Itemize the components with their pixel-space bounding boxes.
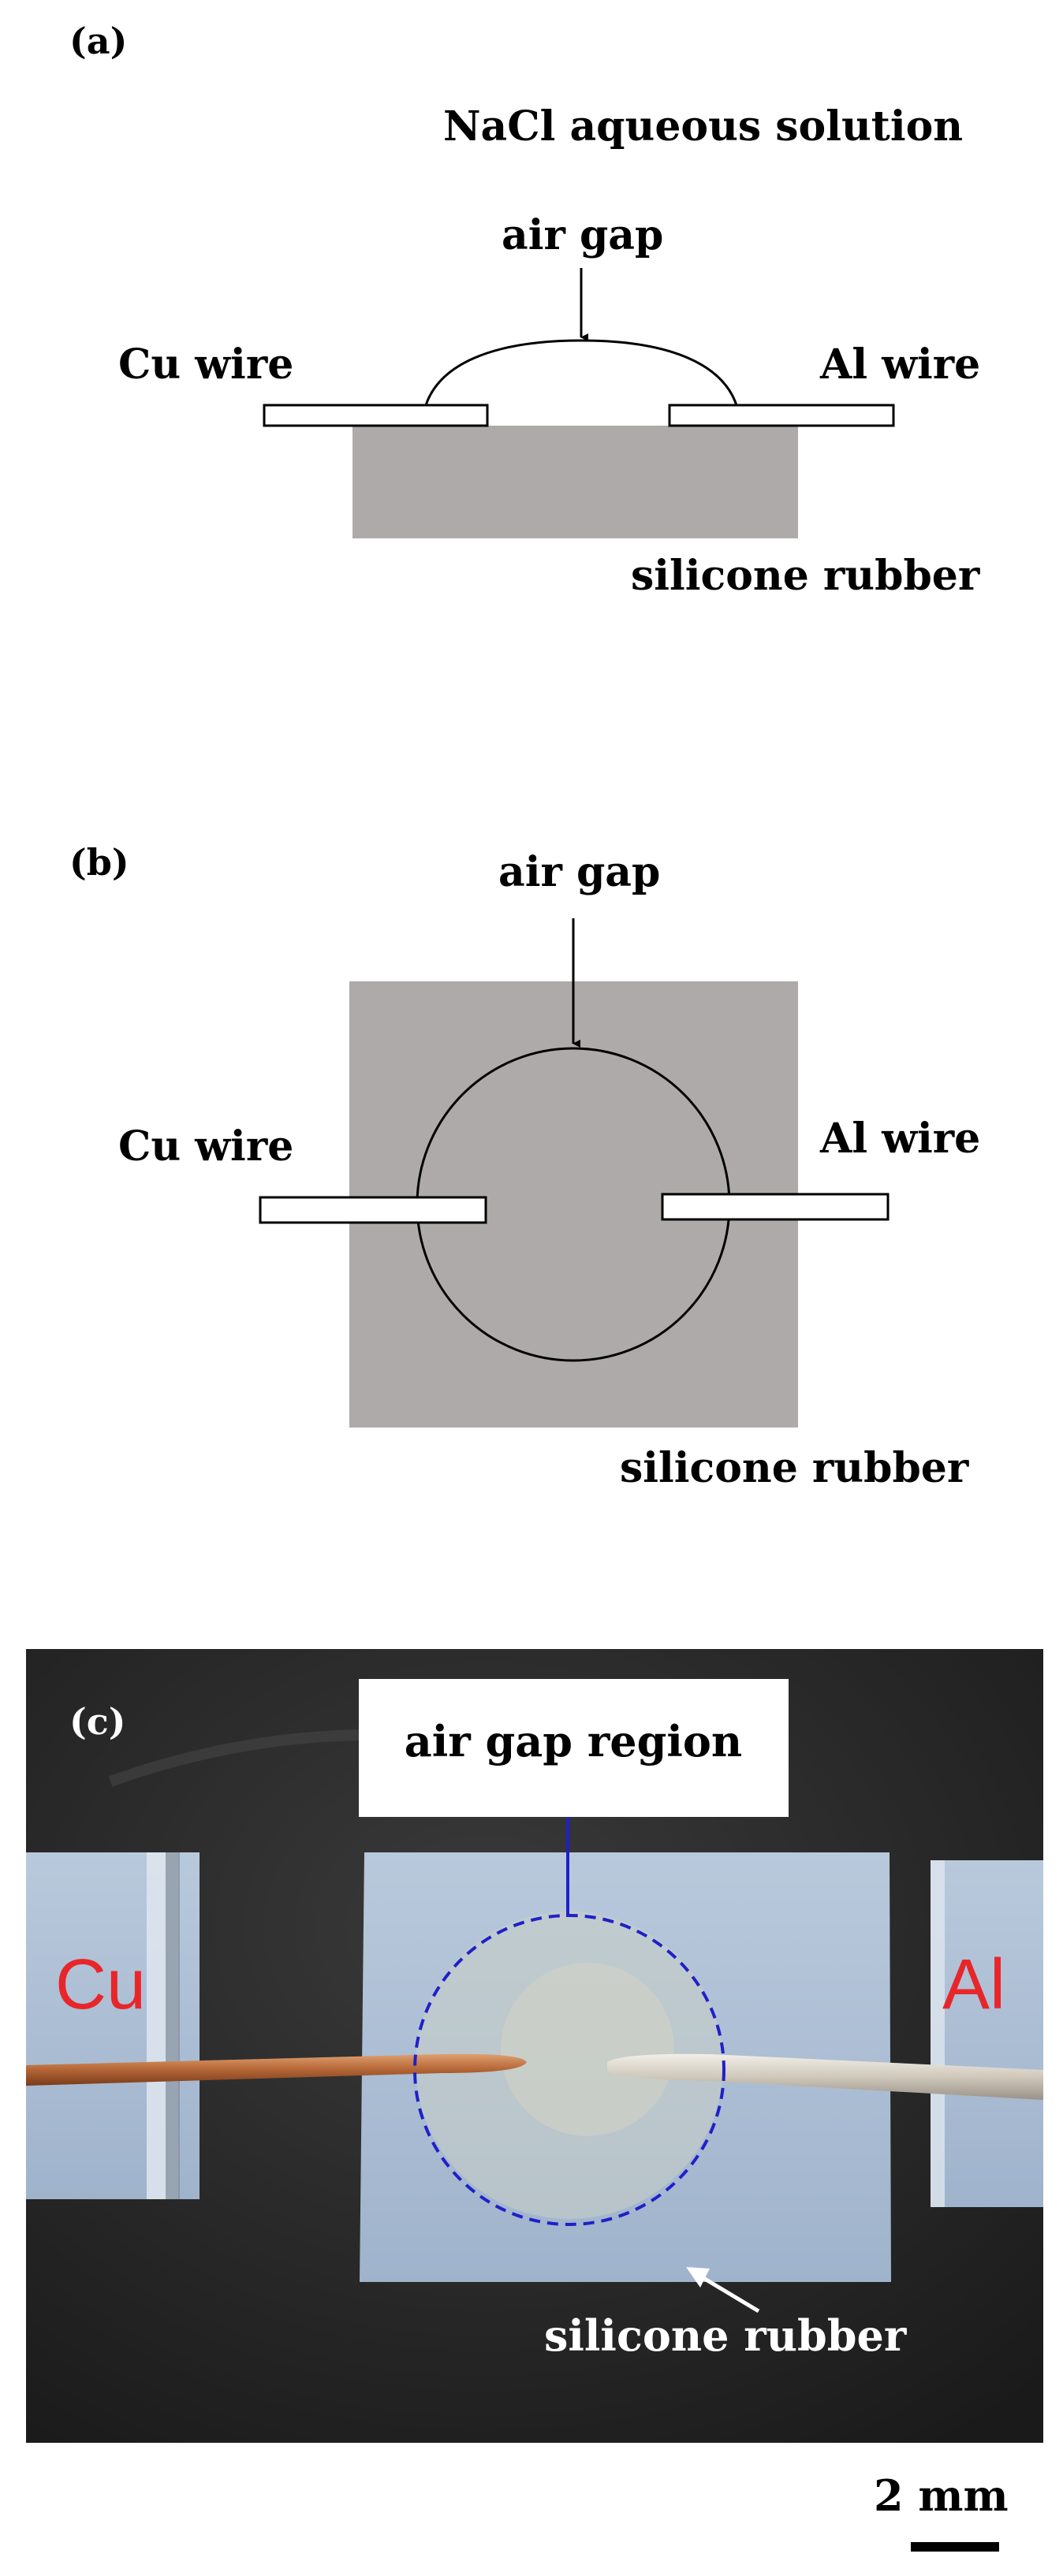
al-wire-label-b: Al wire xyxy=(819,1115,980,1163)
air-gap-label-a: air gap xyxy=(502,211,663,259)
al-wire-photo xyxy=(607,2053,1043,2100)
al-wire-b xyxy=(661,1193,890,1221)
scale-bar: 2 mm xyxy=(874,2470,1009,2552)
silicone-rubber-label-a: silicone rubber xyxy=(631,552,980,600)
silicone-rubber-block-a xyxy=(352,426,798,538)
al-label-photo: Al xyxy=(942,1945,1005,2024)
air-gap-label-b: air gap xyxy=(498,848,660,896)
panel-b-tag: (b) xyxy=(69,841,129,884)
droplet-outline xyxy=(420,339,742,426)
cu-wire-label-b: Cu wire xyxy=(118,1122,293,1171)
al-wire-a xyxy=(668,404,895,427)
panel-c-photo: air gap region (c) Cu Al silicone rubber xyxy=(26,1649,1043,2443)
left-rubber-strip xyxy=(26,1852,200,2199)
scale-bar-line xyxy=(911,2542,999,2552)
air-gap-region-label-box xyxy=(359,1679,789,1817)
panel-a: (a) NaCl aqueous solution air gap Cu wir… xyxy=(69,20,980,600)
panel-c-tag: (c) xyxy=(69,1700,126,1743)
cu-wire-photo xyxy=(26,2053,527,2086)
solution-label: NaCl aqueous solution xyxy=(443,102,963,151)
right-rubber-strip xyxy=(931,1860,1043,2207)
cu-wire-b xyxy=(259,1196,487,1224)
air-gap-region-label: air gap region xyxy=(405,1716,742,1766)
panel-b: (b) air gap Cu wire Al wire silicone rub… xyxy=(69,841,980,1492)
cu-wire-a xyxy=(263,404,489,427)
cu-label-photo: Cu xyxy=(55,1945,146,2024)
al-wire-label-a: Al wire xyxy=(819,341,980,389)
silicone-rubber-label-c: silicone rubber xyxy=(544,2310,907,2361)
panel-a-tag: (a) xyxy=(69,20,127,62)
scale-bar-label: 2 mm xyxy=(874,2470,1009,2521)
silicone-rubber-arrow-photo xyxy=(702,2276,760,2314)
silicone-rubber-label-b: silicone rubber xyxy=(620,1444,969,1492)
cu-wire-label-a: Cu wire xyxy=(118,341,293,389)
